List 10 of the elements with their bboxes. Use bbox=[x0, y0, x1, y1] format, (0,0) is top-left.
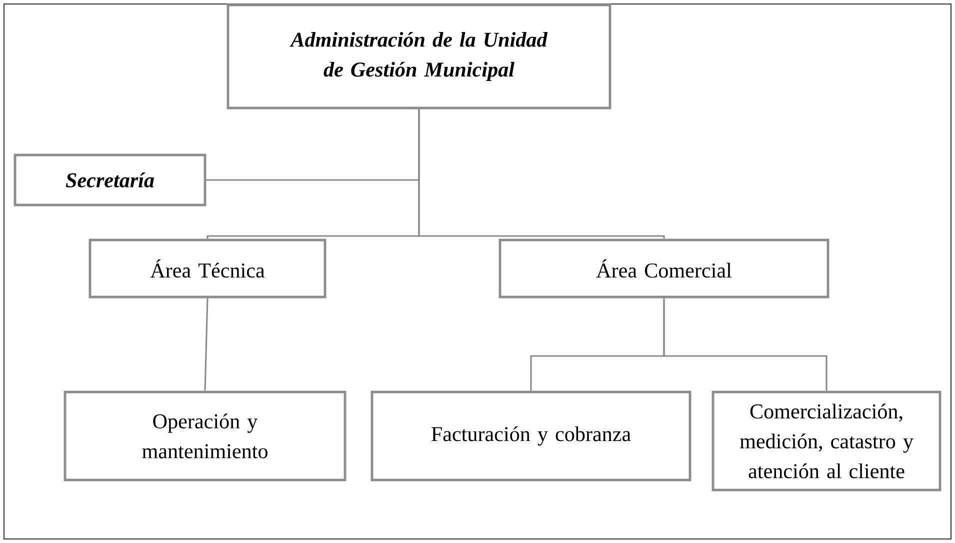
org-box: Facturación y cobranza bbox=[370, 390, 692, 482]
org-box: Administración de la Unidad de Gestión Municipal bbox=[226, 4, 612, 110]
org-box: Secretaría bbox=[14, 154, 206, 206]
org-box: Operación y mantenimiento bbox=[64, 390, 346, 482]
connector-line bbox=[204, 298, 208, 391]
connector-line bbox=[663, 298, 828, 391]
org-box: Área Técnica bbox=[88, 238, 326, 298]
org-box: Comercialización, medición, catastro y atención al cliente bbox=[712, 390, 942, 492]
org-box: Área Comercial bbox=[498, 238, 830, 298]
connector-line bbox=[418, 109, 665, 240]
